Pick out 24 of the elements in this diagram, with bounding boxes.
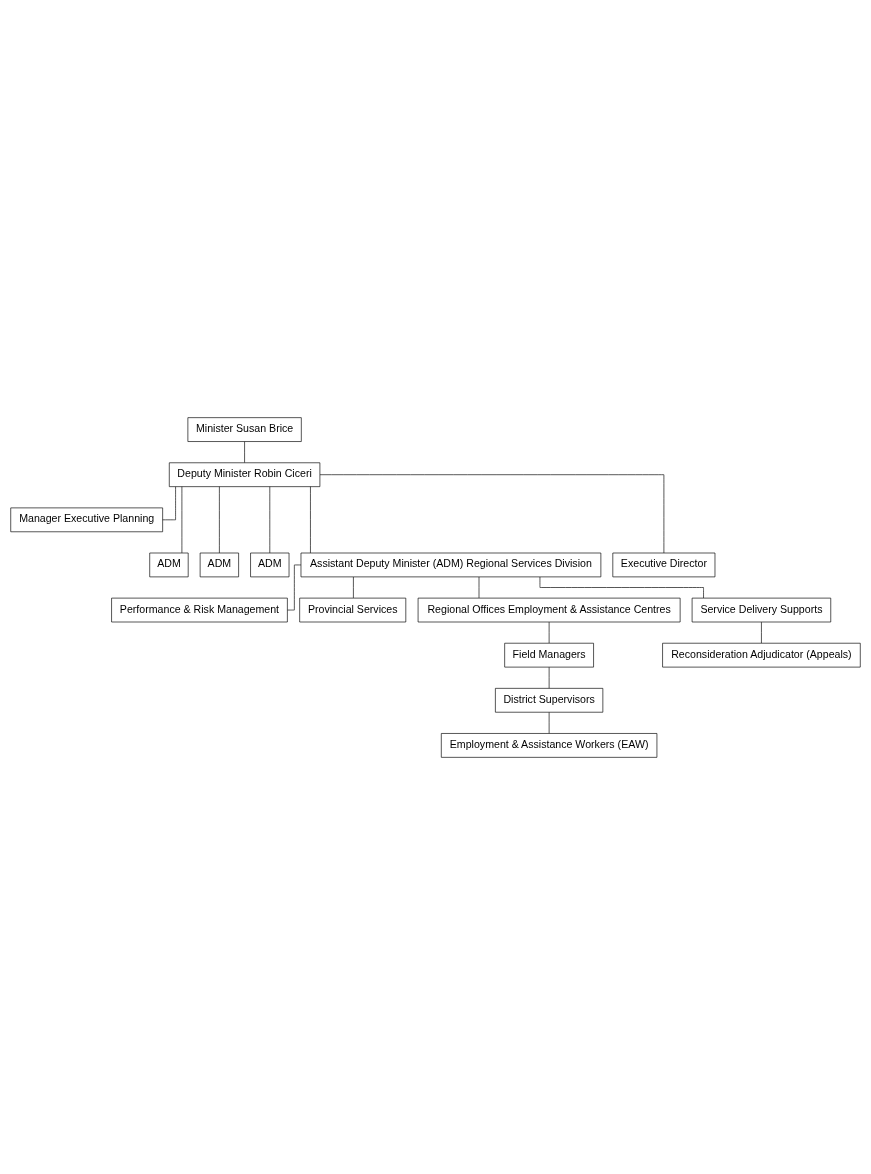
connector: [353, 576, 354, 598]
node-box: ADM: [250, 552, 290, 577]
connector: [539, 576, 704, 598]
node-box: Provincial Services: [299, 597, 407, 622]
node-box: Field Managers: [504, 642, 594, 667]
connector: [244, 440, 245, 463]
node-box: Reconsideration Adjudicator (Appeals): [662, 642, 861, 667]
connector: [310, 485, 311, 553]
node-box: Performance & Risk Management: [111, 597, 288, 622]
node-box: Minister Susan Brice: [187, 416, 302, 442]
connector: [548, 711, 550, 734]
node-box: Regional Offices Employment & Assistance Centres: [417, 597, 681, 622]
node-box: Executive Director: [612, 552, 716, 577]
node-box: Employment & Assistance Workers (EAW): [441, 732, 658, 758]
node-box: ADM: [149, 552, 189, 577]
node-box: Deputy Minister Robin Ciceri: [168, 461, 321, 487]
connector: [761, 621, 762, 643]
connector: [219, 485, 220, 553]
node-box: Manager Executive Planning: [10, 507, 163, 532]
connector: [287, 564, 302, 610]
node-box: Service Delivery Supports: [691, 597, 832, 622]
node-box: District Supervisors: [495, 687, 604, 713]
node-box: Assistant Deputy Minister (ADM) Regional Services Division: [300, 552, 602, 577]
node-box: ADM: [199, 552, 239, 577]
